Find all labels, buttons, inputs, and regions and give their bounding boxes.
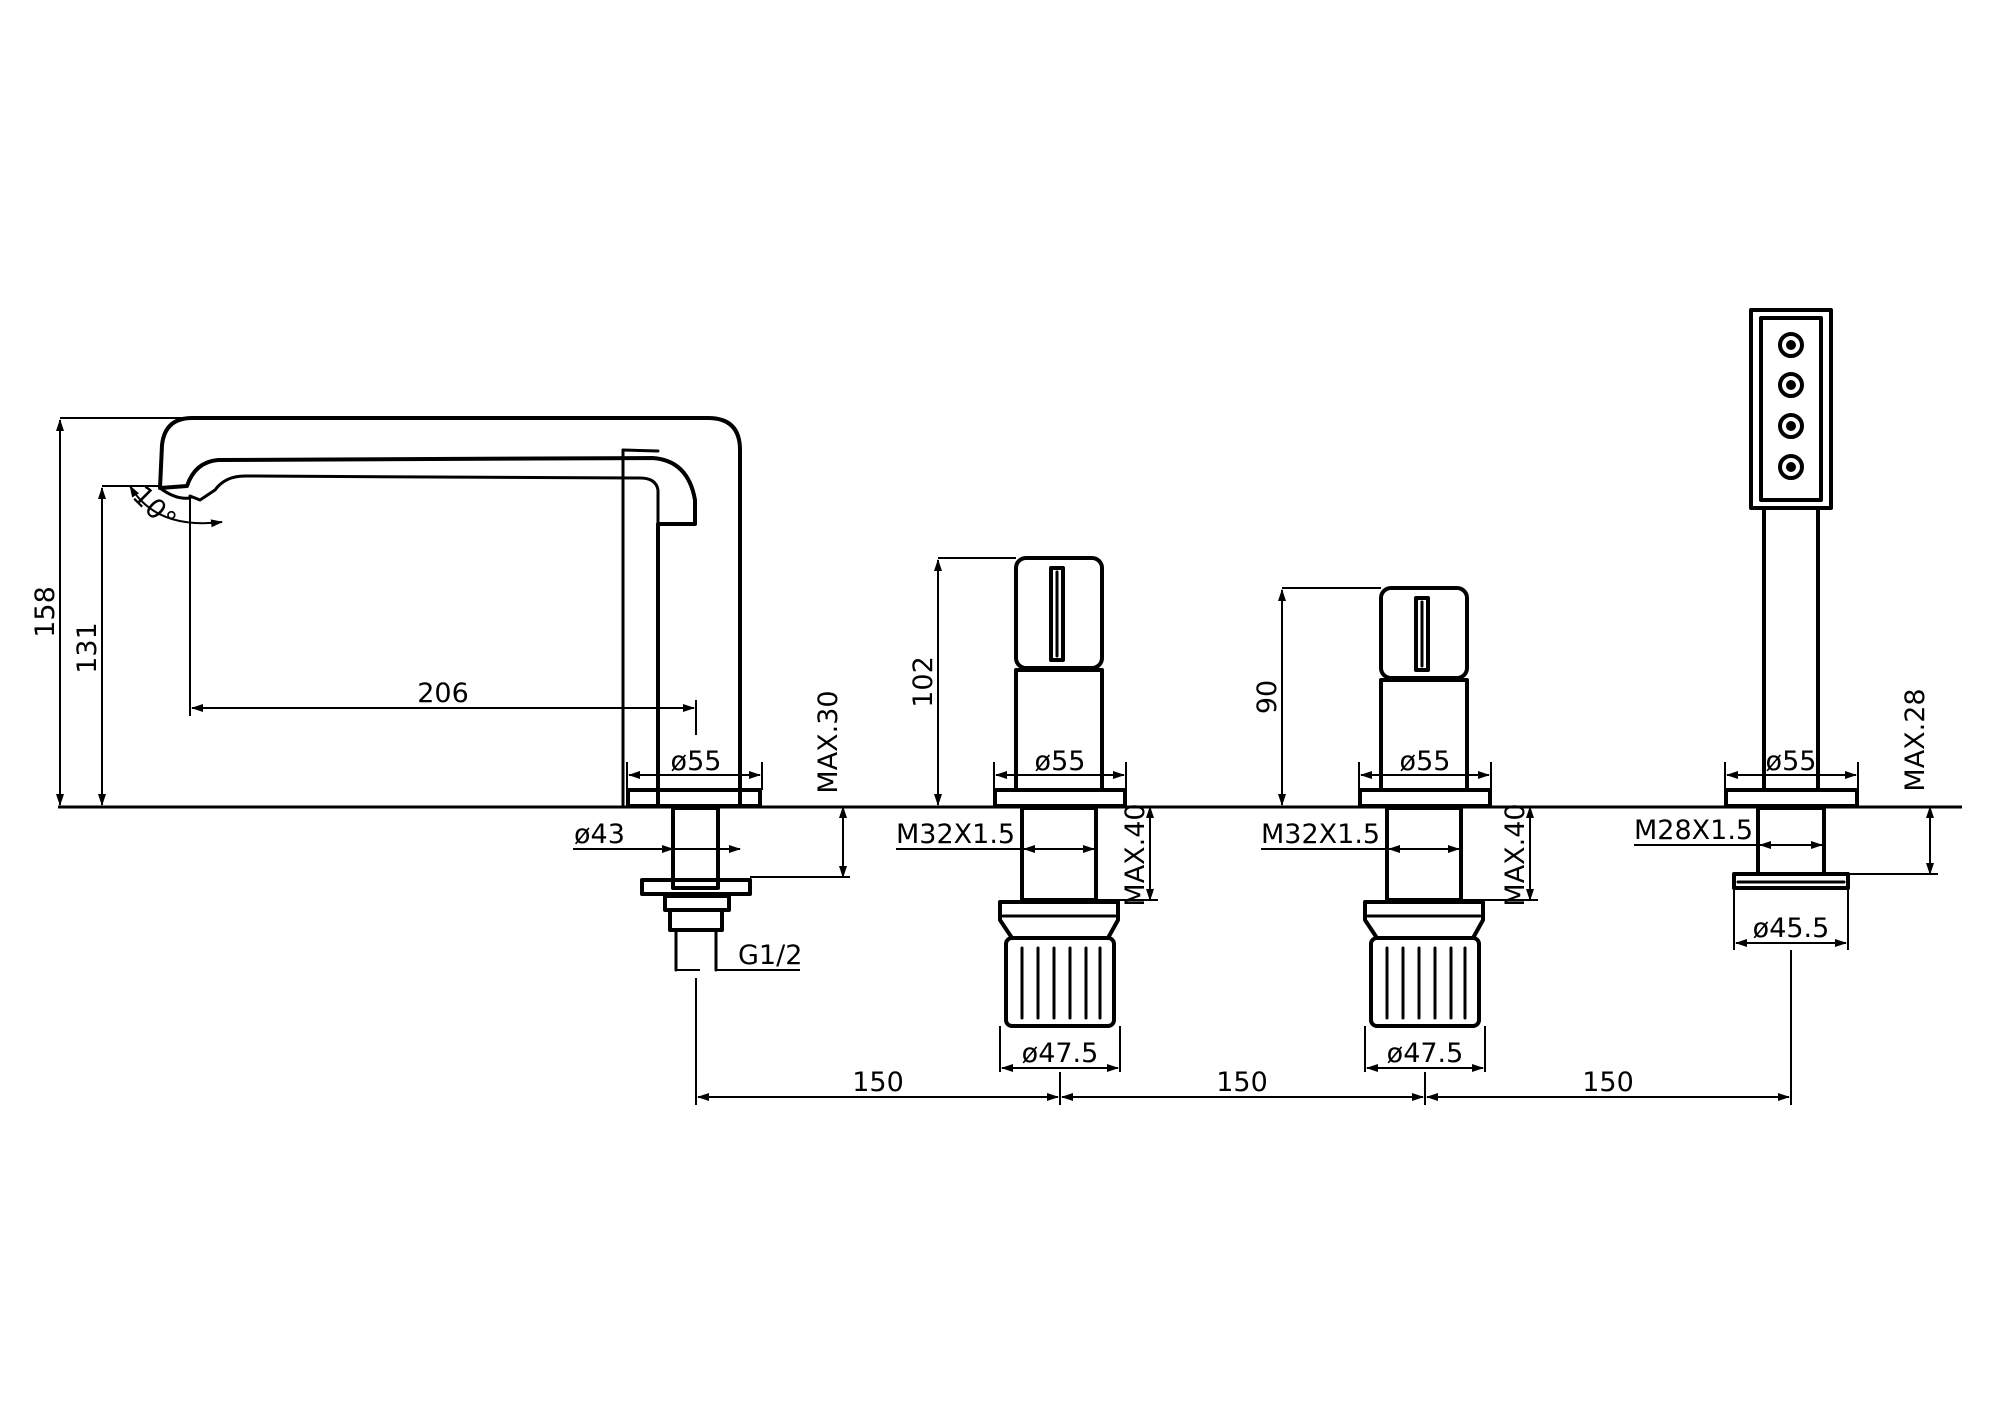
spacing-2-label: 150 [1216, 1067, 1268, 1098]
valve-1 [993, 556, 1127, 1028]
angle-arc [129, 485, 223, 528]
spout-dia-label: ø55 [671, 746, 722, 777]
height-131-label: 131 [72, 622, 103, 674]
valve1-height-label: 102 [908, 656, 939, 708]
shower-thread-label: M28X1.5 [1634, 815, 1753, 846]
spout-max-label: MAX.30 [813, 690, 844, 793]
shower-max-label: MAX.28 [1900, 688, 1931, 791]
valve1-nut-label: ø47.5 [1022, 1038, 1099, 1069]
valve2-dia-label: ø55 [1400, 746, 1451, 777]
valve1-dia-label: ø55 [1035, 746, 1086, 777]
reach-206-label: 206 [417, 678, 469, 709]
spout-thread-label: G1/2 [738, 940, 802, 971]
spacing-1-label: 150 [852, 1067, 904, 1098]
spacing-3-label: 150 [1582, 1067, 1634, 1098]
valve2-max-label: MAX.40 [1500, 803, 1531, 906]
valve-2 [1358, 586, 1492, 1028]
valve1-thread-label: M32X1.5 [896, 819, 1015, 850]
shower-nut-label: ø45.5 [1753, 913, 1830, 944]
valve2-height-label: 90 [1252, 680, 1283, 714]
shower-dia-label: ø55 [1766, 746, 1817, 777]
height-158-label: 158 [30, 586, 61, 638]
spout-dia43-label: ø43 [574, 819, 625, 850]
valve1-max-label: MAX.40 [1120, 803, 1151, 906]
spout-connector [640, 806, 752, 972]
hand-shower [1724, 308, 1859, 890]
valve2-nut-label: ø47.5 [1387, 1038, 1464, 1069]
valve2-thread-label: M32X1.5 [1261, 819, 1380, 850]
